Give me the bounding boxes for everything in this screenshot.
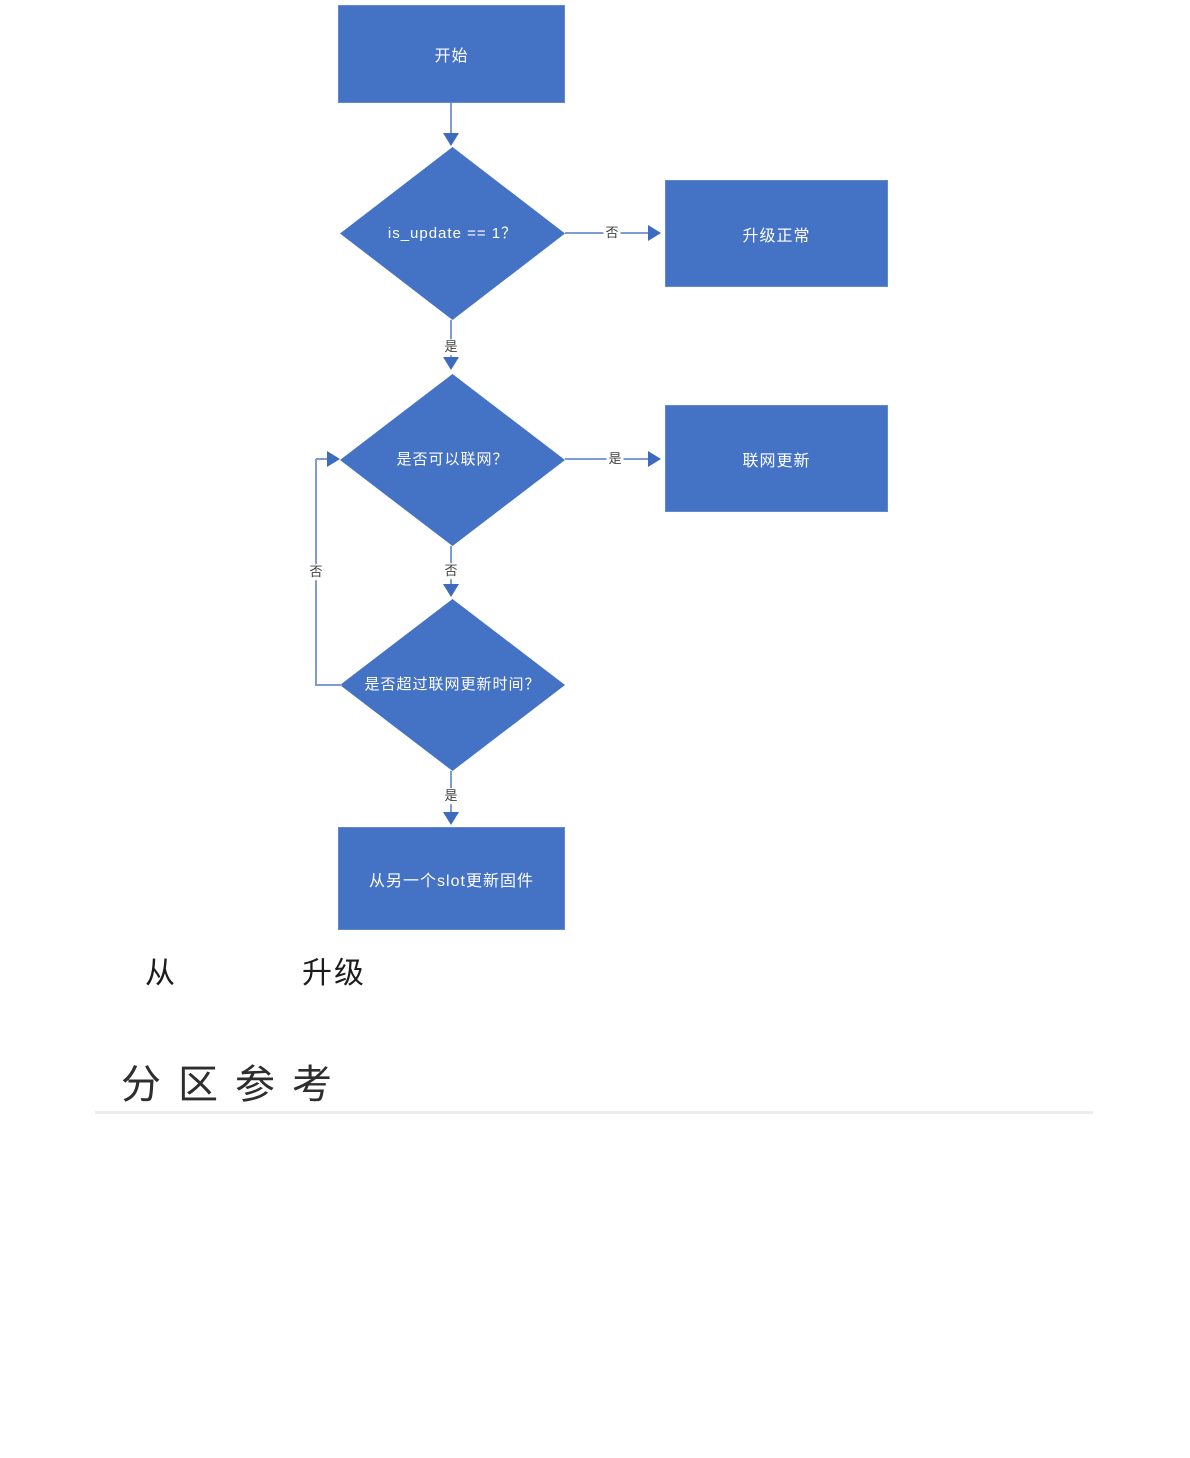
flow-node-upgrade-normal: 升级正常 <box>665 180 888 287</box>
arrowhead-right-icon <box>648 225 661 241</box>
caption-right: 升级 <box>302 957 366 990</box>
flow-node-online-update-label: 联网更新 <box>742 452 811 470</box>
connector-loop-top <box>316 458 328 460</box>
flow-node-upgrade-normal-label: 升级正常 <box>742 227 811 245</box>
flow-decision-over-time: 是否超过联网更新时间？ <box>340 599 565 771</box>
flow-node-slot-update-label: 从另一个slot更新固件 <box>369 872 534 890</box>
connector-loop-bottom <box>316 684 342 686</box>
caption: 从 升级 <box>145 948 366 992</box>
connector-check-to-network <box>450 320 452 358</box>
arrowhead-right-icon <box>648 451 661 467</box>
edge-label-update-yes: 是 <box>442 339 460 355</box>
flow-decision-is-update-label: is_update == 1？ <box>387 224 518 242</box>
flow-node-start: 开始 <box>338 5 565 103</box>
arrowhead-right-icon <box>327 451 340 467</box>
caption-left: 从 <box>145 957 177 990</box>
flow-node-online-update: 联网更新 <box>665 405 888 512</box>
arrowhead-down-icon <box>443 357 459 370</box>
edge-label-overtime-yes: 是 <box>442 788 460 804</box>
flow-decision-over-time-label: 是否超过联网更新时间？ <box>364 676 541 694</box>
section-divider <box>95 1111 1093 1114</box>
flow-decision-can-network-label: 是否可以联网？ <box>396 451 509 469</box>
connector-start-to-check <box>450 103 452 134</box>
flow-decision-can-network: 是否可以联网？ <box>340 374 565 546</box>
section-heading: 分区参考 <box>121 1062 349 1107</box>
flow-decision-is-update: is_update == 1？ <box>340 147 565 320</box>
edge-label-overtime-loop-no: 否 <box>307 564 325 580</box>
edge-label-network-yes: 是 <box>606 451 624 467</box>
arrowhead-down-icon <box>443 584 459 597</box>
arrowhead-down-icon <box>443 133 459 146</box>
edge-label-network-no: 否 <box>442 563 460 579</box>
arrowhead-down-icon <box>443 812 459 825</box>
flow-node-slot-update: 从另一个slot更新固件 <box>338 827 565 930</box>
edge-label-update-no: 否 <box>603 225 621 241</box>
flow-node-start-label: 开始 <box>434 48 469 65</box>
